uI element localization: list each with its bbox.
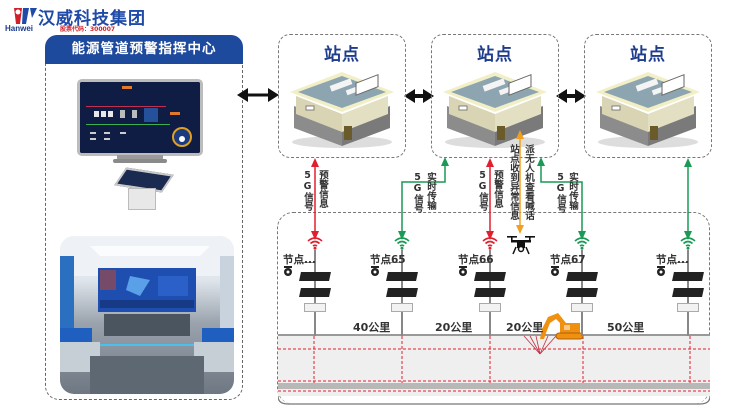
realtime-link-65 — [398, 157, 449, 240]
node-label: 节点... — [283, 254, 316, 266]
monitor-screen-image — [77, 79, 203, 156]
bidirectional-arrow-icon — [556, 89, 586, 103]
drone-icon — [507, 236, 535, 255]
signal-5g-label: 5G信号 — [555, 172, 566, 213]
warning-info-label: 预警信息 — [492, 170, 503, 208]
bidirectional-arrow-icon — [404, 89, 434, 103]
pipeline-monitoring-area — [277, 212, 710, 404]
solar-panel — [386, 288, 418, 297]
station-panel-2 — [431, 34, 559, 158]
node-label: 节点... — [656, 254, 689, 266]
signal-5g-label: 5G信号 — [477, 170, 488, 211]
solar-panel — [672, 288, 704, 297]
touch-kiosk-stand — [128, 188, 156, 210]
camera-icon — [459, 266, 467, 276]
wifi-signal-icon — [307, 237, 323, 250]
station-panel-1 — [278, 34, 406, 158]
wifi-signal-icon — [680, 237, 696, 250]
command-center-title: 能源管道预警指挥中心 — [45, 35, 243, 64]
sensor-box — [571, 303, 593, 312]
signal-5g-label: 5G信号 — [302, 170, 313, 211]
station-title: 站点 — [324, 45, 360, 65]
brand-name-en: Hanwei — [5, 24, 34, 33]
camera-arm — [297, 262, 315, 263]
camera-arm — [472, 262, 490, 263]
station-panel-3 — [584, 34, 712, 158]
hanwei-logo-icon — [14, 8, 37, 24]
command-center-panel — [45, 38, 243, 400]
station-building-icon — [443, 72, 547, 148]
excavator-icon — [540, 313, 584, 340]
brand-name-cn: 汉威科技集团 — [38, 9, 146, 29]
realtime-transfer-label: 实时传输 — [425, 172, 436, 210]
solar-panel — [299, 272, 331, 281]
distance-label: 20公里 — [435, 321, 473, 334]
station-building-icon — [596, 72, 700, 148]
sensor-box — [304, 303, 326, 312]
drone-dispatch-link — [516, 130, 524, 234]
wifi-signal-icon — [394, 237, 410, 250]
solar-panel — [386, 272, 418, 281]
camera-icon — [371, 266, 379, 276]
camera-arm — [384, 262, 402, 263]
dispatch-drone-label: 派无人机查看喊话 — [523, 144, 534, 220]
realtime-link-67 — [537, 157, 586, 240]
distance-label: 20公里 — [506, 321, 544, 334]
camera-icon — [284, 266, 292, 276]
station-building-icon — [290, 72, 394, 148]
stock-code: 股票代码：300007 — [60, 26, 116, 33]
warning-info-label: 预警信息 — [317, 170, 328, 208]
solar-panel — [566, 288, 598, 297]
warning-link-66 — [486, 158, 494, 240]
signal-5g-label: 5G信号 — [412, 172, 423, 213]
station-title: 站点 — [630, 45, 666, 65]
distance-label: 50公里 — [607, 321, 645, 334]
wifi-signal-icon — [482, 237, 498, 250]
wifi-signal-icon — [574, 237, 590, 250]
monitor-stand — [117, 155, 163, 161]
node-label: 节点67 — [550, 254, 586, 266]
camera-icon — [551, 266, 559, 276]
sensor-box — [677, 303, 699, 312]
control-room-photo — [60, 236, 234, 394]
node-label: 节点65 — [370, 254, 406, 266]
realtime-link-last — [684, 158, 692, 240]
station-title: 站点 — [477, 45, 513, 65]
underground-pipeline — [278, 334, 710, 405]
realtime-transfer-label: 实时传输 — [567, 172, 578, 210]
camera-arm — [670, 262, 688, 263]
warning-link-1 — [311, 158, 319, 240]
bidirectional-arrow-icon — [237, 88, 279, 102]
solar-panel — [566, 272, 598, 281]
station-received-label: 站点收到异常信息 — [508, 144, 519, 220]
sensor-box — [479, 303, 501, 312]
monitor-base — [113, 159, 167, 163]
camera-icon — [657, 266, 665, 276]
solar-panel — [474, 288, 506, 297]
sensor-box — [391, 303, 413, 312]
distance-label: 40公里 — [353, 321, 391, 334]
solar-panel — [474, 272, 506, 281]
solar-panel — [672, 272, 704, 281]
node-label: 节点66 — [458, 254, 494, 266]
camera-arm — [564, 262, 582, 263]
solar-panel — [299, 288, 331, 297]
